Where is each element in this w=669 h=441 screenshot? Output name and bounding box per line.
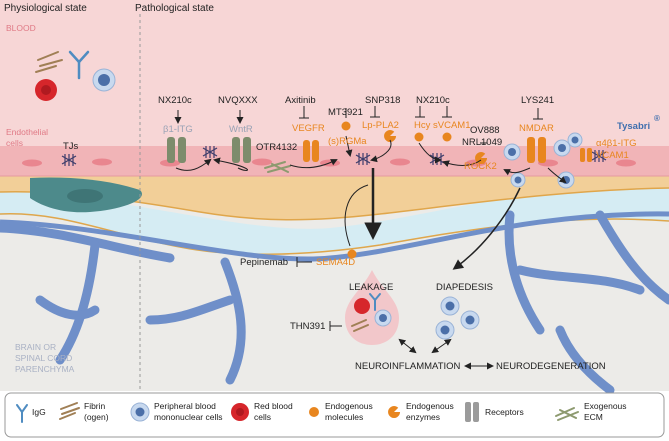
signaling-arrows (175, 135, 567, 184)
receptor-nmdar (527, 137, 546, 163)
legend-molecules-1: Endogenous (325, 401, 373, 411)
legend-pbmc-1: Peripheral blood (154, 401, 216, 411)
perivascular-space (0, 183, 669, 256)
pathological-state-label: Pathological state (135, 3, 214, 14)
leakage-rbc (354, 298, 370, 314)
legend-enzymes-2: enzymes (406, 412, 441, 422)
diapedesis-label: DIAPEDESIS (436, 282, 494, 293)
brain-label-line1: BRAIN OR (15, 342, 57, 352)
neurodegeneration-label: NEURODEGENERATION (496, 361, 606, 372)
axitinib-drug: Axitinib (285, 95, 316, 106)
legend-ecm-1: Exogenous (584, 401, 627, 411)
nvqxxx-drug: NVQXXX (218, 95, 258, 106)
thn391-drug: THN391 (290, 321, 326, 332)
registered-mark: ® (654, 114, 660, 123)
nx210c-drug-b: NX210c (416, 95, 450, 106)
rock2-label: ROCK2 (464, 161, 497, 172)
legend-ecm-2: ECM (584, 412, 603, 422)
receptor-vegfr (303, 140, 319, 162)
receptor-wntr (232, 137, 251, 163)
blood-label: BLOOD (6, 23, 36, 33)
legend-fibrin-2: (ogen) (84, 412, 109, 422)
inhibition-arrows (174, 106, 543, 331)
leakage-label: LEAKAGE (349, 282, 394, 293)
lppla2-label: Lp-PLA2 (362, 120, 399, 131)
b1-itg-label: β1-ITG (163, 124, 193, 135)
legend-rbc-2: cells (254, 412, 272, 422)
legend-fibrin-1: Fibrin (84, 401, 106, 411)
nrl1049-drug: NRL1049 (462, 137, 503, 148)
snp318-drug: SNP318 (365, 95, 401, 106)
leakage-igg (369, 293, 381, 311)
sema4d-arrow (344, 184, 369, 247)
svcam1-label: sVCAM1 (433, 120, 471, 131)
diapedesis-cells (435, 296, 480, 340)
igg-antibody (68, 50, 90, 80)
physiological-state-label: Physiological state (4, 3, 87, 14)
legend-frame (4, 392, 665, 438)
pepinemab-drug: Pepinemab (240, 257, 289, 268)
neuroinflammation-label: NEUROINFLAMMATION (355, 361, 461, 372)
leakage-drop (345, 270, 399, 345)
astrocyte-endfeet (0, 210, 669, 395)
endothelial-label-line2: cells (6, 138, 24, 148)
brain-label-line3: PARENCHYMA (15, 364, 75, 374)
exogenous-ecm (264, 161, 291, 173)
tysabri-drug: Tysabri (617, 121, 651, 132)
tjs-label: TJs (63, 141, 79, 152)
legend-rbc-1: Red blood (254, 401, 293, 411)
legend-receptors: Receptors (485, 407, 524, 417)
nx210c-drug-a: NX210c (158, 95, 192, 106)
sema4d-label: SEMA4D (316, 257, 356, 268)
receptor-vcam1 (580, 148, 592, 162)
vcam1-label: VCAM1 (596, 150, 629, 161)
legend-enzymes-1: Endogenous (406, 401, 454, 411)
wntr-label: WntR (229, 124, 253, 135)
lys241-drug: LYS241 (521, 95, 555, 106)
basement-membrane (0, 174, 669, 220)
srgma-label: (s)RGMa (328, 136, 367, 147)
hcy-label: Hcy (414, 120, 431, 131)
fibrin-strands (35, 51, 63, 73)
nmdar-label: NMDAR (519, 123, 554, 134)
a4b1-itg-label: α4β1-ITG (596, 138, 637, 149)
diapedesis-arrow (452, 187, 521, 270)
legend-molecules-2: molecules (325, 412, 364, 422)
receptor-b1-itg (167, 137, 186, 163)
legend-pbmc-2: mononuclear cells (154, 412, 223, 422)
brain-label-line2: SPINAL CORD (15, 353, 73, 363)
legend-igg: IgG (32, 407, 46, 417)
neuro-arrows (398, 338, 494, 370)
legend-icons (16, 402, 579, 423)
ov888-drug: OV888 (470, 125, 500, 136)
endogenous-molecules (341, 121, 452, 259)
mt3921-drug: MT3921 (328, 107, 363, 118)
endothelial-label-line1: Endothelial (6, 127, 49, 137)
vegfr-label: VEGFR (292, 123, 325, 134)
otr4132-drug: OTR4132 (256, 142, 298, 153)
leakage-fibrin (351, 319, 369, 332)
